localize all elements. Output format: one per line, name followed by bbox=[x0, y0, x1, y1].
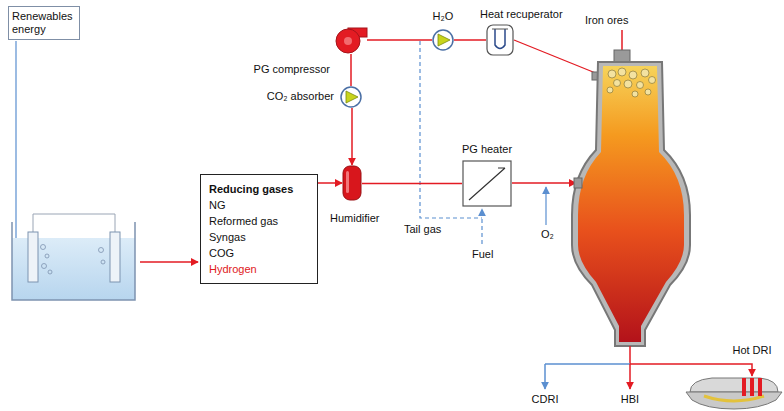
electrolyzer-tank bbox=[12, 222, 135, 300]
shaft-furnace-part-part bbox=[629, 71, 637, 79]
product-outlets-part bbox=[544, 364, 546, 389]
process-gas-inlet bbox=[512, 183, 576, 225]
hydrogen-flow-arrow bbox=[140, 262, 198, 263]
electrolyzer-tank-part-part bbox=[99, 248, 104, 253]
flow-label: O₂ bbox=[541, 228, 554, 241]
box-item: Hydrogen bbox=[209, 261, 309, 277]
melting-furnace-part bbox=[686, 392, 782, 409]
gas-line bbox=[351, 108, 353, 165]
gas-line bbox=[362, 183, 462, 185]
shaft-furnace-part bbox=[607, 68, 656, 97]
melting-furnace-part bbox=[742, 378, 746, 396]
gas-line bbox=[318, 182, 342, 184]
energy-source-box: Renewables energy bbox=[8, 6, 80, 40]
product-outlets-part bbox=[629, 346, 631, 364]
hydrogen-flow-arrow-part bbox=[140, 261, 198, 263]
shaft-furnace-part-part bbox=[632, 91, 638, 97]
component-label: Humidifier bbox=[330, 212, 380, 225]
power-wire bbox=[16, 41, 115, 256]
shaft-furnace-part bbox=[574, 178, 582, 188]
component-label: Heat recuperator bbox=[480, 8, 563, 21]
box-item: Syngas bbox=[209, 229, 309, 245]
flow-label: Hot DRI bbox=[732, 344, 771, 357]
electrolyzer-tank-part-part bbox=[48, 270, 52, 274]
pump-symbol bbox=[432, 29, 454, 51]
flow-label: Tail gas bbox=[404, 223, 441, 236]
product-outlets-part bbox=[630, 364, 752, 376]
gas-compressor: PG compressor bbox=[333, 26, 367, 54]
flow-label: CDRI bbox=[532, 393, 559, 406]
shaft-furnace-part-part bbox=[641, 69, 649, 77]
gas-line bbox=[367, 39, 432, 41]
melting-furnace-part bbox=[704, 396, 764, 401]
recup-symbol bbox=[486, 24, 514, 56]
top-gas-line-part bbox=[514, 40, 598, 74]
component-label: CO₂ absorber bbox=[267, 90, 334, 103]
melting-furnace-part bbox=[750, 378, 754, 396]
electrolyzer-tank-part-part bbox=[101, 260, 105, 264]
shaft-furnace-part-part bbox=[645, 89, 651, 95]
electrolyzer-tank-part-part bbox=[42, 264, 47, 269]
humidifier-vessel: Humidifier bbox=[342, 165, 362, 201]
product-outlets-part bbox=[545, 363, 630, 365]
box-heading: Renewables energy bbox=[12, 10, 76, 36]
component-label: H₂O bbox=[433, 10, 454, 23]
reducing-gases-box: Reducing gasesNGReformed gasSyngasCOGHyd… bbox=[200, 174, 318, 284]
tail-gas-line-part bbox=[481, 209, 482, 244]
process-gas-inlet-part bbox=[512, 182, 576, 184]
heat-symbol bbox=[462, 160, 512, 207]
melting-furnace-part bbox=[758, 378, 762, 396]
pump-symbol bbox=[340, 86, 362, 108]
process-gas-inlet-part bbox=[545, 187, 546, 225]
shaft-furnace-part-part bbox=[637, 82, 644, 89]
electrolyzer-tank-part bbox=[41, 245, 106, 275]
electrolyzer-tank-part bbox=[28, 232, 38, 282]
gas-line bbox=[350, 54, 352, 86]
gas-heater: PG heater bbox=[462, 160, 512, 207]
shaft-furnace-part-part bbox=[624, 80, 632, 88]
power-wire-part bbox=[33, 214, 115, 232]
flow-label: Iron ores bbox=[585, 14, 628, 27]
melting-furnace-part bbox=[690, 378, 778, 392]
electrolyzer-tank-part-part bbox=[45, 254, 49, 258]
comp-symbol bbox=[333, 26, 367, 54]
component-label: PG compressor bbox=[254, 63, 330, 76]
shaft-furnace-part-part bbox=[618, 68, 626, 76]
box-item: NG bbox=[209, 197, 309, 213]
flow-label: HBI bbox=[621, 393, 639, 406]
hum-symbol bbox=[342, 165, 362, 201]
tail-gas-line bbox=[420, 41, 482, 244]
electrolyzer-tank-part bbox=[12, 222, 135, 300]
shaft-furnace-part-part bbox=[607, 87, 613, 93]
shaft-furnace-part-part bbox=[608, 70, 616, 78]
box-heading: Reducing gases bbox=[209, 181, 309, 197]
gas-line bbox=[454, 39, 486, 41]
product-outlets-part bbox=[629, 364, 631, 389]
box-item: Reformed gas bbox=[209, 213, 309, 229]
shaft-furnace-part-part bbox=[614, 80, 621, 87]
shaft-furnace-part-part bbox=[649, 77, 656, 84]
power-wire-part bbox=[16, 41, 30, 256]
top-gas-line bbox=[514, 40, 598, 74]
co2-absorber: CO₂ absorber bbox=[340, 86, 362, 108]
component-label: PG heater bbox=[462, 143, 512, 156]
flow-label: Fuel bbox=[472, 248, 493, 261]
shaft-furnace-part bbox=[578, 66, 684, 342]
electrolyzer-tank-part bbox=[110, 232, 120, 282]
electrolyzer-tank-part-part bbox=[41, 245, 46, 250]
water-pump: H₂O bbox=[432, 29, 454, 51]
shaft-furnace bbox=[572, 50, 690, 346]
heat-recuperator: Heat recuperator bbox=[486, 24, 514, 56]
box-item: COG bbox=[209, 245, 309, 261]
shaft-furnace-part bbox=[572, 62, 690, 346]
melting-furnace bbox=[686, 378, 782, 409]
